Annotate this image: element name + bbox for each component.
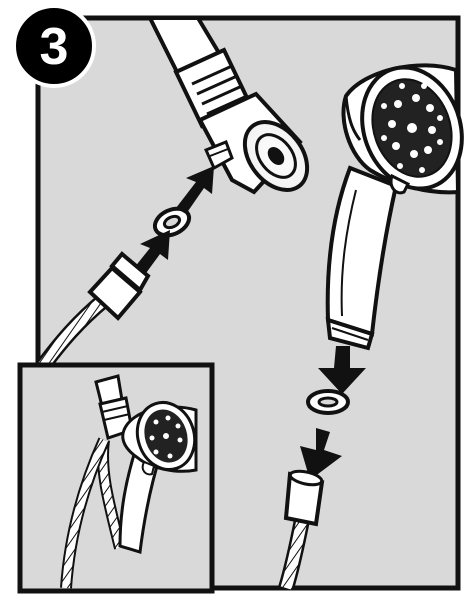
handheld-shower-head-icon: [325, 63, 464, 351]
assembly-arrow-icon: [300, 346, 366, 480]
braided-hose-icon: [278, 469, 325, 591]
step-number-badge: 3: [12, 4, 96, 88]
shower-arm-connector-icon: [146, 16, 310, 195]
rubber-washer-icon: [306, 389, 350, 415]
rubber-washer-icon: [152, 206, 192, 238]
braided-hose-icon: [33, 251, 151, 375]
assembled-view-inset: [17, 362, 215, 594]
step-number: 3: [40, 18, 69, 76]
